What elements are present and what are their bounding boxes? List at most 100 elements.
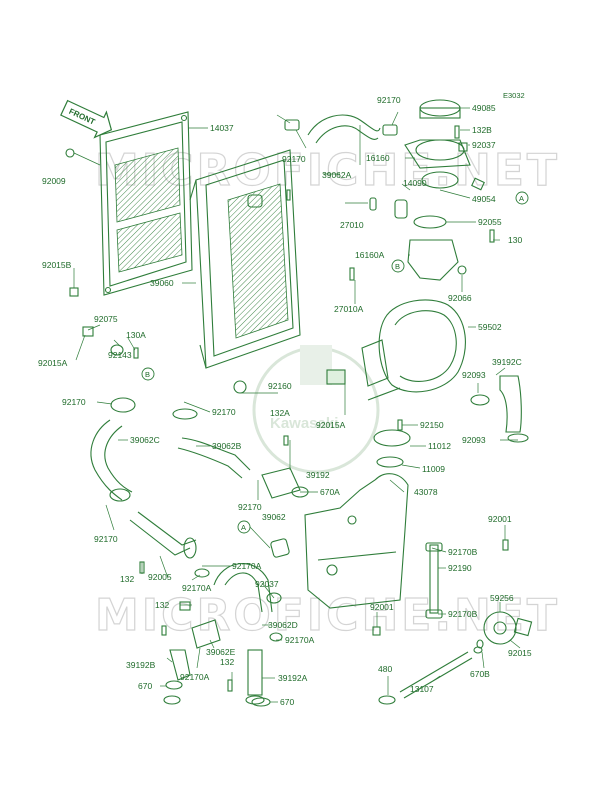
label-92170a-4: 92170A (180, 672, 210, 682)
label-39062: 39062 (262, 512, 286, 522)
label-92150: 92150 (420, 420, 444, 430)
label-27010: 27010 (340, 220, 364, 230)
label-59256: 59256 (490, 593, 514, 603)
label-132-mid: 132 (155, 600, 169, 610)
watermark-bottom: MICROFICHE.NET (95, 590, 560, 641)
label-16160: 16160 (366, 153, 390, 163)
label-27010a: 27010A (334, 304, 364, 314)
ref-a-2-text: A (241, 523, 246, 532)
pipe-92190 (425, 542, 443, 619)
label-130: 130 (508, 235, 522, 245)
ref-b-2-text: B (145, 370, 150, 379)
label-39192a: 39192A (278, 673, 308, 683)
label-92015: 92015 (508, 648, 532, 658)
connector (326, 369, 346, 385)
left-hose-39062c (90, 397, 136, 502)
bolts (65, 125, 509, 707)
hose-39062d (213, 563, 273, 613)
label-16160a: 16160A (355, 250, 385, 260)
label-92015a-mid: 92015A (316, 420, 346, 430)
ref-b-1 (391, 259, 405, 273)
label-92015b: 92015B (42, 260, 72, 270)
label-670a: 670A (320, 487, 340, 497)
label-92170b-top: 92170B (448, 547, 478, 557)
label-39060: 39060 (150, 278, 174, 288)
sleeve-39062 (270, 538, 290, 558)
upper-hose (284, 114, 398, 144)
label-39062d: 39062D (268, 620, 298, 630)
label-92143: 92143 (108, 350, 132, 360)
elbow-hose-right (499, 375, 522, 433)
label-670-left: 670 (138, 681, 152, 691)
label-92170-top: 92170 (282, 154, 306, 164)
label-49054: 49054 (472, 194, 496, 204)
label-92001-top: 92001 (488, 514, 512, 524)
label-39192: 39192 (306, 470, 330, 480)
label-11012: 11012 (428, 441, 451, 451)
ref-b-1-text: B (395, 262, 400, 271)
label-39062a: 39062A (322, 170, 352, 180)
label-59502: 59502 (478, 322, 502, 332)
label-39192b: 39192B (126, 660, 156, 670)
label-670b: 670B (470, 669, 490, 679)
label-132a: 132A (270, 408, 290, 418)
label-132-left: 132 (120, 574, 134, 584)
oring-480 (378, 695, 396, 705)
label-92009: 92009 (42, 176, 66, 186)
label-92170a-2: 92170A (182, 583, 212, 593)
ref-a-1 (515, 191, 529, 205)
label-92005: 92005 (148, 572, 172, 582)
clamp-92093-a (470, 394, 490, 406)
label-92190: 92190 (448, 563, 472, 573)
label-132-bottom: 132 (220, 657, 234, 667)
elbow-39192b (165, 649, 191, 690)
joint-39062e (191, 619, 221, 649)
label-43078: 43078 (414, 487, 438, 497)
logo-text: Kawasaki (270, 415, 338, 432)
label-92093-upper: 92093 (462, 370, 486, 380)
label-92170-center: 92170 (238, 502, 262, 512)
label-92170a-1: 92170A (232, 561, 262, 571)
pipe-39192a (245, 649, 265, 705)
label-92066: 92066 (448, 293, 472, 303)
fan-shroud (361, 299, 466, 401)
label-670-bottom: 670 (280, 697, 294, 707)
label-92170a-3: 92170A (285, 635, 315, 645)
label-92160: 92160 (268, 381, 292, 391)
label-92015a: 92015A (38, 358, 68, 368)
label-92170b-bottom: 92170B (448, 609, 478, 619)
label-92170-top-right: 92170 (377, 95, 401, 105)
label-39062b: 39062B (212, 441, 242, 451)
radiator-core (189, 149, 301, 369)
label-92037-top: 92037 (472, 140, 496, 150)
label-13107: 13107 (410, 684, 434, 694)
label-92093-lower: 92093 (462, 435, 486, 445)
reservoir-cap (373, 429, 411, 447)
joint-39192 (261, 467, 309, 499)
label-39192c: 39192C (492, 357, 522, 367)
front-arrow-icon: FRONT (60, 99, 113, 139)
label-92170-lower-left: 92170 (94, 534, 118, 544)
label-49085: 49085 (472, 103, 496, 113)
label-480: 480 (378, 664, 392, 674)
label-39062c: 39062C (130, 435, 160, 445)
label-11009: 11009 (422, 464, 445, 474)
label-92055: 92055 (478, 217, 502, 227)
leader-lines (73, 107, 521, 703)
label-14090: 14090 (403, 178, 427, 188)
label-132b: 132B (472, 125, 492, 135)
ref-b-2 (141, 367, 155, 381)
label-92075: 92075 (94, 314, 118, 324)
label-130a: 130A (126, 330, 146, 340)
lower-pipe-92005 (129, 511, 197, 559)
reservoir-tank (304, 473, 409, 609)
label-92037-bottom: 92037 (255, 579, 279, 589)
ref-a-1-text: A (519, 194, 524, 203)
clamp-92093-b (507, 433, 529, 443)
hose-39062b (172, 408, 251, 479)
radiator-screen (99, 111, 193, 296)
label-39062e: 39062E (206, 647, 236, 657)
label-92170-left: 92170 (62, 397, 86, 407)
label-92170-mid: 92170 (212, 407, 236, 417)
